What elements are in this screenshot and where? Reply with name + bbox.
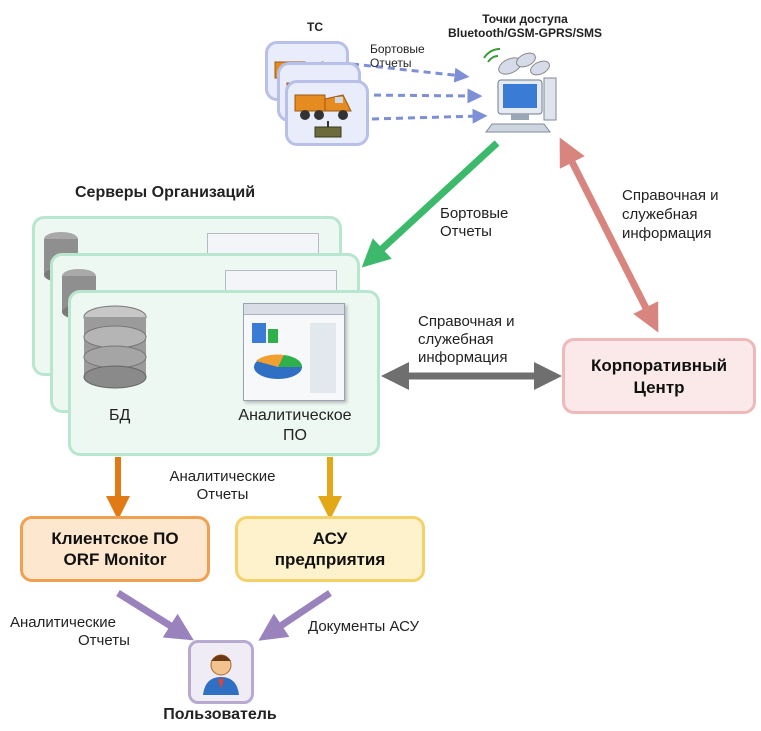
access-point-title-line2: Bluetooth/GSM-GPRS/SMS — [448, 26, 602, 40]
asu-line1: АСУ — [312, 529, 348, 548]
arrow-onboard-to-servers — [361, 140, 500, 268]
corporate-center-line2: Центр — [633, 378, 685, 397]
analytic-reports-left-line1: Аналитические — [10, 614, 116, 631]
vehicle-card-front — [285, 80, 369, 146]
asu-box: АСУ предприятия — [235, 516, 425, 582]
corporate-center-box: Корпоративный Центр — [562, 338, 756, 414]
asu-docs-label: Документы АСУ — [308, 618, 420, 635]
analytics-label-line1: Аналитическое — [238, 407, 352, 424]
dashed-arrow-3 — [371, 108, 488, 124]
arrow-asu-user — [258, 590, 332, 641]
client-sw-line2: ORF Monitor — [63, 550, 167, 569]
reference-mid-line1: Справочная и — [418, 313, 515, 330]
server-card-front: БД Аналитическое ПО — [68, 290, 380, 456]
access-point-title-line1: Точки доступа — [482, 12, 568, 26]
asu-line2: предприятия — [274, 550, 386, 569]
onboard-label-line1: Бортовые — [370, 42, 425, 56]
access-point-computer-icon — [483, 48, 557, 133]
reference-right-line1: Справочная и — [622, 187, 719, 204]
corporate-center-line1: Корпоративный — [590, 356, 728, 375]
analytic-reports-line1: Аналитические — [169, 468, 276, 485]
analytics-window-icon — [243, 303, 345, 401]
onboard-reports-line1: Бортовые — [440, 205, 509, 222]
db-label: БД — [109, 407, 131, 424]
reference-mid-line3: информация — [418, 349, 508, 366]
reference-right-line2: служебная — [622, 206, 698, 223]
arrow-client-user — [116, 590, 194, 641]
user-label: Пользователь — [163, 706, 277, 723]
servers-title: Серверы Организаций — [75, 184, 256, 201]
user-card — [188, 640, 254, 704]
user-icon — [203, 654, 239, 695]
database-icon — [83, 305, 147, 389]
analytics-label-line2: ПО — [283, 427, 307, 444]
analytic-reports-left-line2: Отчеты — [78, 632, 130, 649]
pie-chart-icon — [252, 323, 336, 393]
analytic-reports-line2: Отчеты — [196, 486, 249, 503]
reference-right-line3: информация — [622, 225, 712, 242]
reference-mid-line2: служебная — [418, 331, 494, 348]
dump-truck-icon — [294, 94, 352, 138]
arrow-access-corporate — [559, 137, 659, 333]
vehicles-title: ТС — [307, 20, 323, 34]
dashed-arrow-1 — [351, 62, 470, 83]
onboard-reports-line2: Отчеты — [440, 223, 492, 240]
dashed-arrow-2 — [361, 88, 483, 104]
onboard-label-line2: Отчеты — [370, 56, 412, 70]
client-sw-box: Клиентское ПО ORF Monitor — [20, 516, 210, 582]
client-sw-line1: Клиентское ПО — [51, 529, 179, 548]
